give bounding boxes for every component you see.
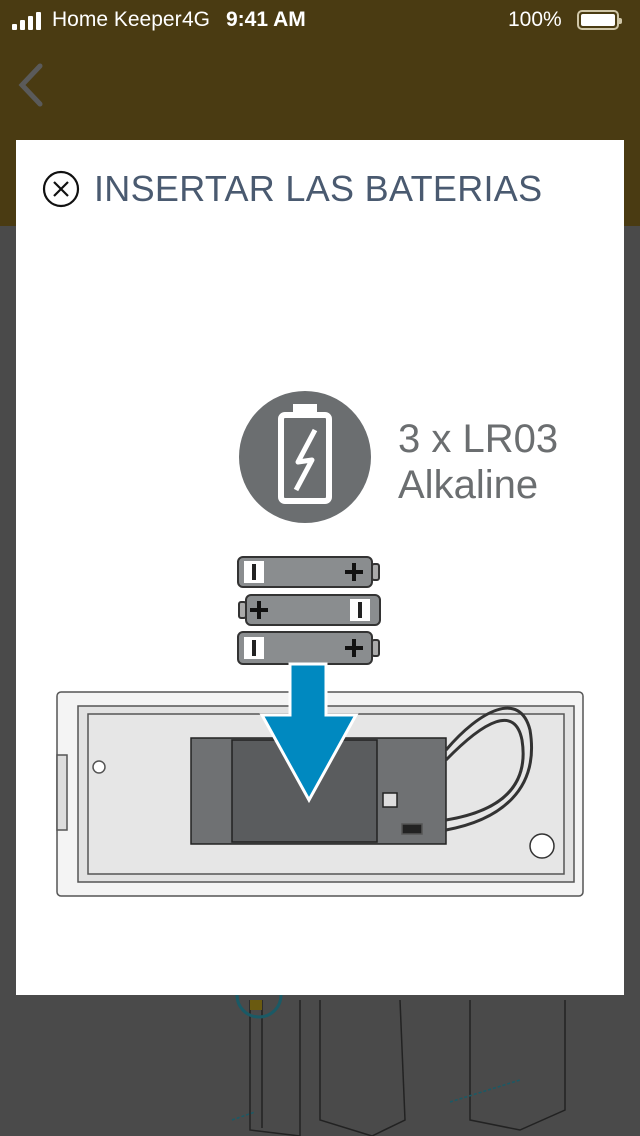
chevron-left-icon[interactable]	[14, 62, 54, 108]
device-housing	[56, 691, 584, 897]
insert-arrow-icon	[259, 662, 359, 804]
clock: 9:41 AM	[226, 8, 306, 31]
status-bar: Home Keeper 4G 9:41 AM 100%	[0, 0, 640, 40]
battery-percent: 100%	[508, 8, 562, 31]
battery-badge-icon	[239, 391, 371, 523]
battery-spec: 3 x LR03 Alkaline	[398, 416, 558, 508]
insert-batteries-dialog: INSERTAR LAS BATERIAS	[16, 140, 624, 995]
battery-spec-type: Alkaline	[398, 463, 539, 507]
background-installation-illustration	[231, 971, 566, 1136]
dialog-title: INSERTAR LAS BATERIAS	[94, 168, 543, 209]
close-circle-icon[interactable]	[42, 170, 80, 208]
aaa-batteries	[237, 556, 381, 665]
network-type: 4G	[182, 8, 211, 31]
battery-icon	[577, 10, 622, 30]
battery-insertion-illustration	[56, 391, 584, 897]
battery-spec-count: 3 x LR03	[398, 417, 559, 461]
carrier-name: Home Keeper	[52, 8, 182, 31]
signal-icon	[12, 12, 41, 30]
